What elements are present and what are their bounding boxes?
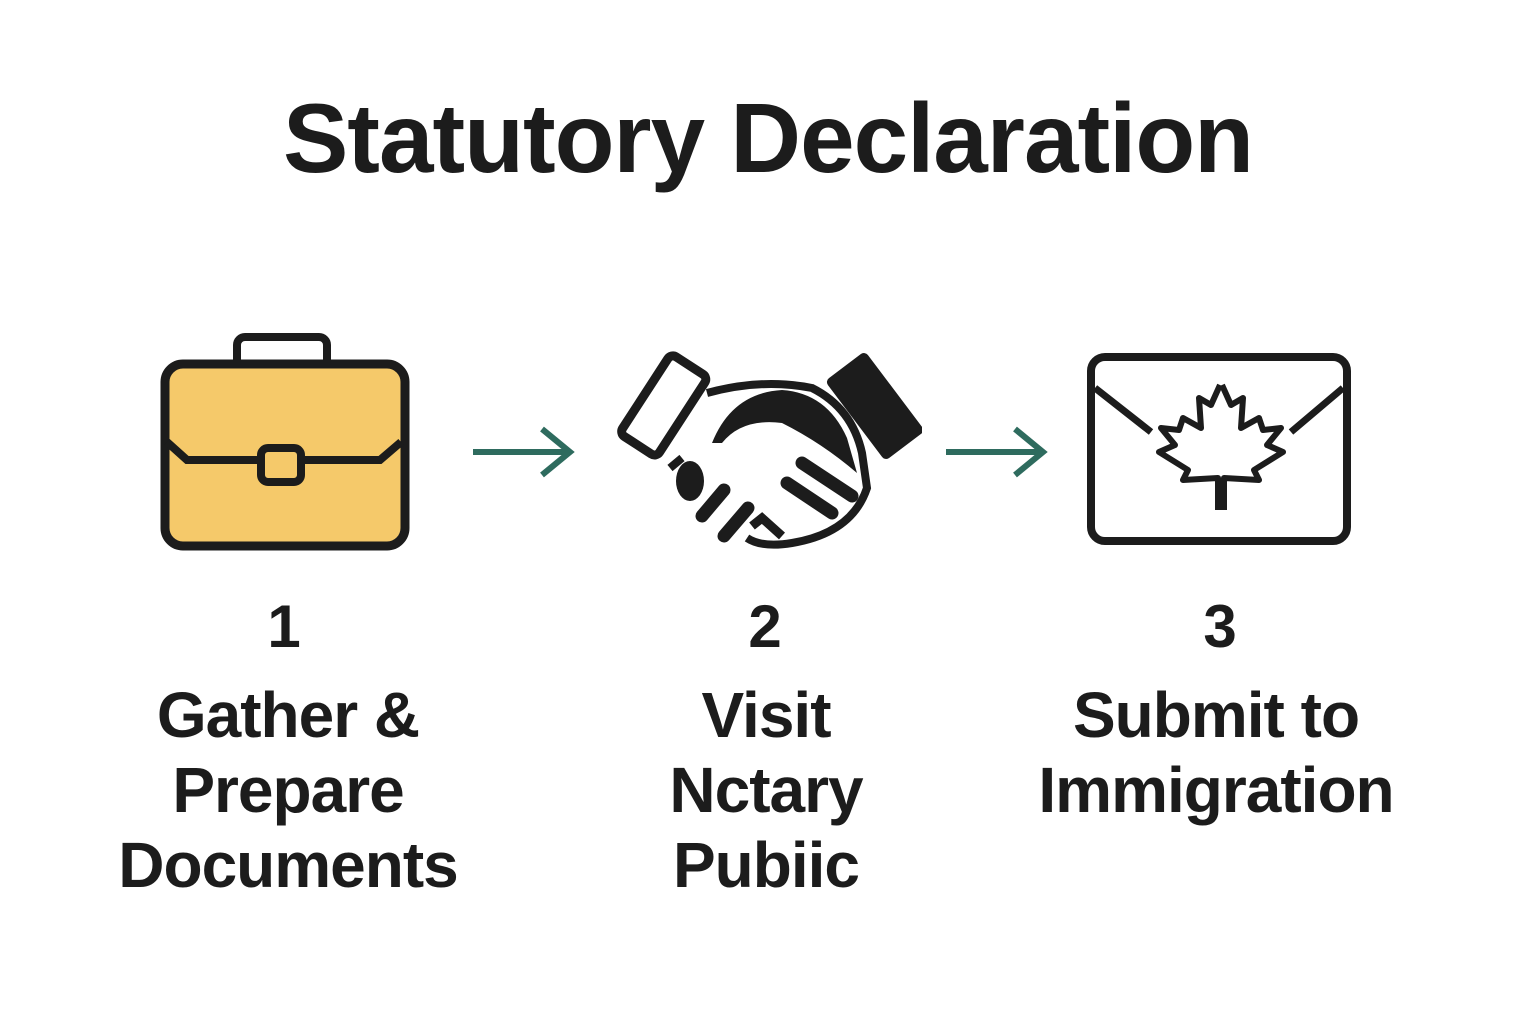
step-label: Gather & Prepare Documents xyxy=(58,678,518,903)
step-number: 1 xyxy=(267,593,301,660)
step-label: Submit to Immigration xyxy=(986,678,1446,828)
step-number: 3 xyxy=(1203,593,1237,660)
page-title: Statutory Declaration xyxy=(282,83,1254,193)
envelope-maple-leaf-icon xyxy=(1087,353,1351,545)
arrow-icon xyxy=(946,426,1048,478)
step-label-line: Prepare xyxy=(172,754,404,826)
step-number: 2 xyxy=(748,593,782,660)
step-label-line: Documents xyxy=(118,829,459,901)
arrow-icon xyxy=(473,426,575,478)
step-label-line: Pubiic xyxy=(672,829,860,901)
step-label-line: Immigration xyxy=(1038,754,1394,826)
step-label: Visit Nctary Pubiic xyxy=(536,678,996,903)
handshake-icon xyxy=(617,351,922,549)
briefcase-icon xyxy=(160,333,410,551)
step-label-line: Nctary xyxy=(669,754,863,826)
step-label-line: Visit xyxy=(701,679,832,751)
step-label-line: Submit to xyxy=(1072,679,1360,751)
step-label-line: Gather & xyxy=(156,679,420,751)
